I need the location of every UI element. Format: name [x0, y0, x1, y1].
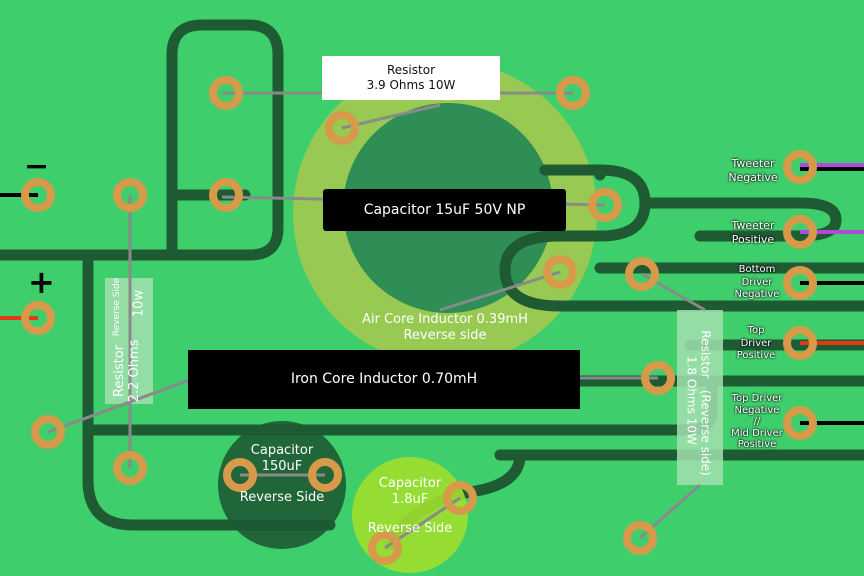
- pad: [31, 415, 65, 449]
- terminal-tweeter-positive: Tweeter Positive: [722, 219, 784, 247]
- pad: [113, 178, 147, 212]
- trace-s-curve: [499, 230, 864, 312]
- terminal-line: Positive: [737, 439, 777, 450]
- iron-core-label: Iron Core Inductor 0.70mH: [188, 350, 580, 409]
- pad: [209, 76, 243, 110]
- resistor-right-note: (Reverse side): [698, 389, 713, 476]
- resistor-top-title: Resistor: [387, 63, 435, 77]
- terminal-line: Mid Driver: [731, 427, 783, 439]
- cap-150-value: 150uF: [261, 459, 303, 475]
- pad: [625, 257, 659, 291]
- minus-sign: −: [24, 149, 50, 184]
- pad: [443, 481, 477, 515]
- pads: [21, 76, 817, 565]
- pad: [783, 150, 817, 184]
- pad: [543, 255, 577, 289]
- terminal-line: Bottom: [738, 264, 776, 275]
- trace-left-vertical: [82, 249, 326, 531]
- cap-18-value: 1.8uF: [391, 492, 429, 508]
- pad: [783, 266, 817, 300]
- pad: [21, 301, 55, 335]
- terminal-bottom-driver-negative: Bottom Driver Negative: [722, 264, 792, 302]
- capacitor-np-label: Capacitor 15uF 50V NP: [323, 189, 566, 231]
- terminal-line: Top: [747, 325, 765, 336]
- trace-top-loop: [0, 19, 284, 261]
- pad: [641, 361, 675, 395]
- cap-18-title: Capacitor: [378, 476, 442, 491]
- terminal-tweeter-negative: Tweeter Negative: [722, 157, 784, 185]
- capacitor-150uf-body: [218, 421, 346, 549]
- terminal-line: Positive: [731, 232, 775, 246]
- leg-air-core-2: [439, 270, 561, 312]
- pad: [783, 215, 817, 249]
- terminal-line: Tweeter: [731, 219, 775, 232]
- resistor-right-text: Resistor (Reverse side) 1.8 Ohms 10W: [684, 330, 713, 475]
- pad: [783, 406, 817, 440]
- resistor-right-title: Resistor: [698, 330, 713, 379]
- cap-150-note: Reverse Side: [239, 489, 325, 505]
- cap-18-note: Reverse Side: [367, 520, 453, 536]
- cap-150-title: Capacitor: [250, 443, 314, 458]
- pad: [113, 451, 147, 485]
- resistor-right-row: Resistor (Reverse side): [698, 330, 713, 475]
- terminal-line: Negative: [734, 289, 780, 300]
- terminal-line: Driver: [741, 276, 773, 288]
- terminal-line: Negative: [728, 170, 778, 184]
- pad: [623, 521, 657, 555]
- air-core-title: Air Core Inductor 0.39mH: [362, 312, 528, 327]
- resistor-left-reverse: Reverse Side: [112, 277, 122, 337]
- terminal-top-driver-positive: Top Driver Positive: [726, 325, 786, 363]
- terminal-line: Negative: [734, 404, 780, 416]
- resistor-top-label: Resistor 3.9 Ohms 10W: [322, 56, 500, 100]
- pad: [325, 111, 359, 145]
- leg-iron-core-left: [47, 376, 196, 434]
- pad: [783, 326, 817, 360]
- pad: [21, 178, 55, 212]
- resistor-right-body: [677, 310, 723, 485]
- pad: [223, 458, 257, 492]
- pad: [308, 458, 342, 492]
- cap-150-label: Capacitor 150uF Reverse Side: [222, 443, 342, 506]
- resistor-left-value: 2.2 Ohms: [127, 339, 142, 403]
- capacitor-1-8uf-body: [352, 457, 468, 573]
- terminal-line: Driver: [740, 337, 772, 349]
- pad: [368, 531, 402, 565]
- air-core-label: Air Core Inductor 0.39mH Reverse side: [330, 312, 560, 345]
- terminal-line: Positive: [736, 350, 776, 361]
- pad: [588, 188, 622, 222]
- plus-sign: +: [28, 263, 55, 301]
- cap-18-label: Capacitor 1.8uF Reverse Side: [355, 476, 465, 537]
- pad: [556, 76, 590, 110]
- terminal-top-mid: Top Driver Negative // Mid Driver Positi…: [722, 393, 792, 451]
- pad: [209, 178, 243, 212]
- resistor-top-value: 3.9 Ohms 10W: [366, 78, 456, 92]
- terminal-line: //: [753, 416, 761, 427]
- air-core-note: Reverse side: [403, 328, 487, 344]
- resistor-left-watt: 10w: [131, 289, 147, 318]
- terminal-line: Tweeter: [731, 157, 775, 170]
- resistor-right-value: 1.8 Ohms 10W: [684, 355, 698, 445]
- terminal-line: Top Driver: [731, 393, 783, 404]
